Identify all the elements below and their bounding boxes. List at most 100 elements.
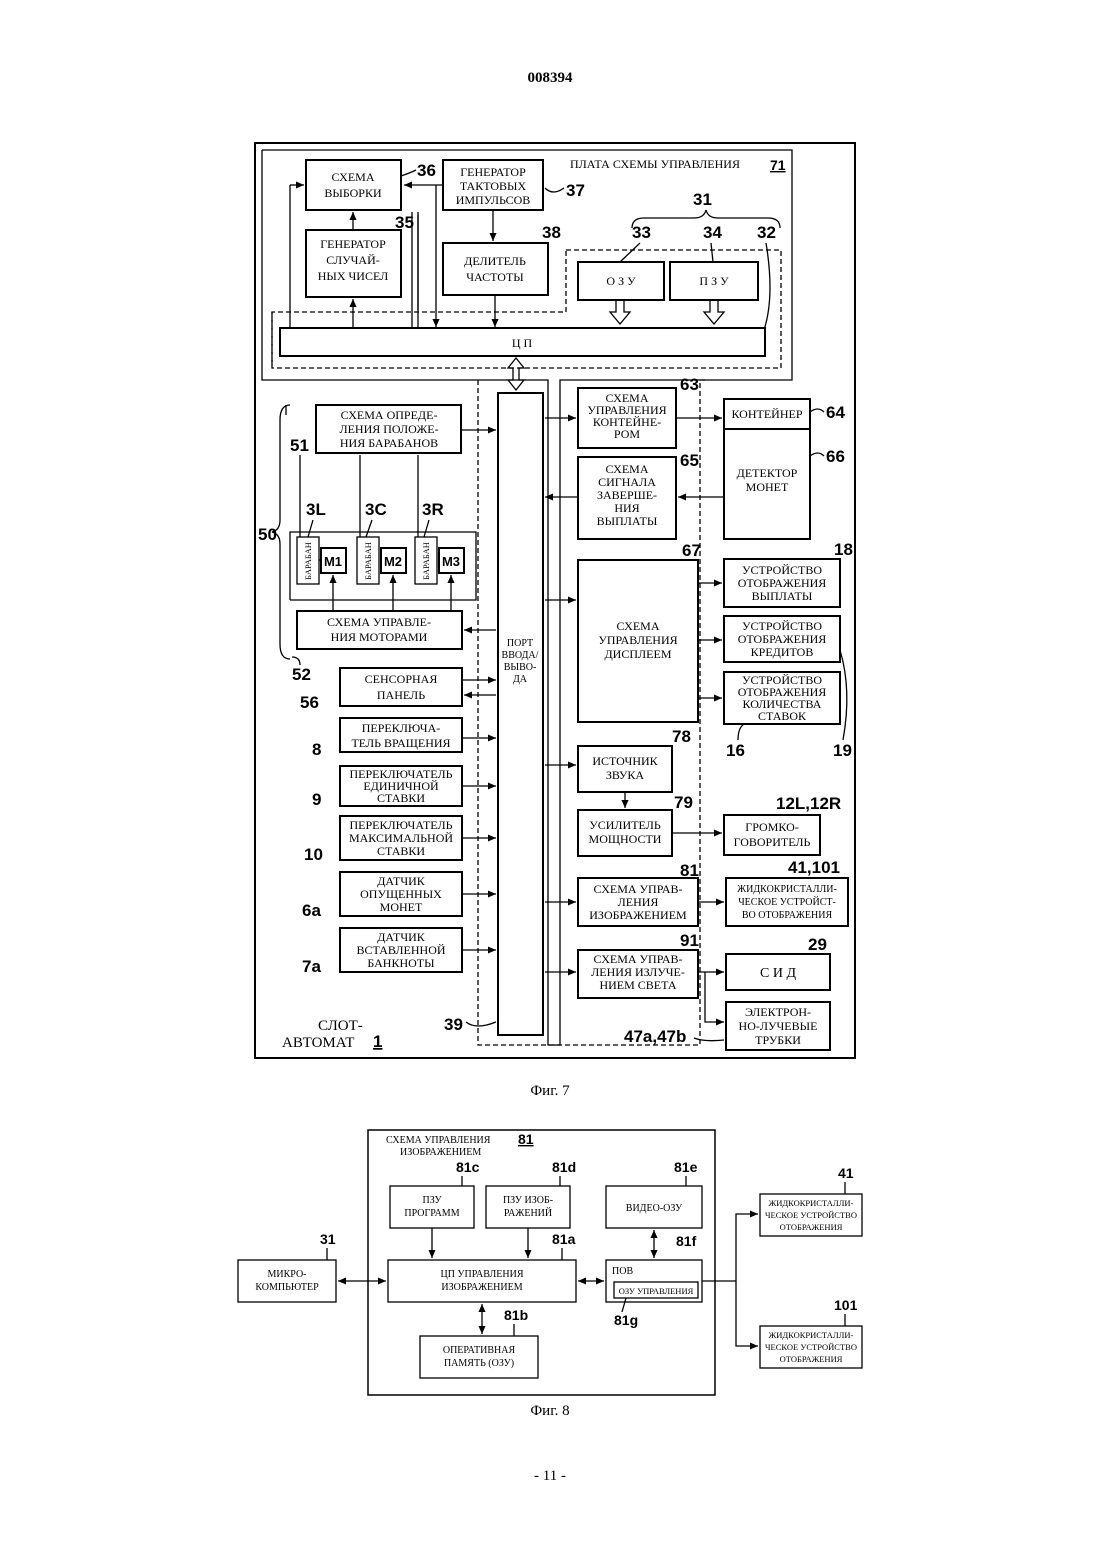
- credit-l3: КРЕДИТОВ: [751, 645, 814, 659]
- f8-title-l1: СХЕМА УПРАВЛЕНИЯ: [386, 1135, 491, 1146]
- bill-l3: БАНКНОТЫ: [367, 956, 435, 970]
- coin-detector-l1: ДЕТЕКТОР: [737, 466, 798, 480]
- bet-l4: СТАВОК: [758, 709, 807, 723]
- reel-pos-l1: СХЕМА ОПРЕДЕ-: [341, 408, 438, 422]
- motor-ctrl-l2: НИЯ МОТОРАМИ: [331, 630, 428, 644]
- sampling-circuit-l1: СХЕМА: [331, 170, 374, 184]
- micro-l1: МИКРО-: [267, 1269, 306, 1280]
- clock-l1: ГЕНЕРАТОР: [460, 165, 526, 179]
- doc-number: 008394: [528, 70, 574, 86]
- microcomputer-box: [238, 1260, 336, 1302]
- ctrl-ram-ref: 81g: [614, 1312, 638, 1328]
- board-ref: 71: [770, 157, 786, 173]
- payout-sig-l2: СИГНАЛА: [598, 475, 656, 489]
- coin-sensor-l3: МОНЕТ: [380, 900, 423, 914]
- vram-ref: 81e: [674, 1159, 698, 1175]
- display-ctrl-ref: 67: [682, 541, 701, 560]
- spin-l1: ПЕРЕКЛЮЧА-: [362, 721, 440, 735]
- payout-sig-l5: ВЫПЛАТЫ: [597, 514, 658, 528]
- page-number: - 11 -: [534, 1468, 566, 1484]
- rng-l3: НЫХ ЧИСЕЛ: [318, 269, 389, 283]
- fig7-caption: Фиг. 7: [530, 1083, 570, 1099]
- reel-3l-ref: 3L: [306, 500, 326, 519]
- io-l2: ВВОДА/: [502, 650, 539, 661]
- rom-ref: 34: [703, 223, 722, 242]
- payout-sig-l4: НИЯ: [614, 501, 639, 515]
- divider-l2: ЧАСТОТЫ: [466, 270, 524, 284]
- lcd101-l3: ОТОБРАЖЕНИЯ: [780, 1354, 843, 1364]
- work-ram-ref: 81b: [504, 1307, 528, 1323]
- lcd41-l3: ОТОБРАЖЕНИЯ: [780, 1222, 843, 1232]
- credit-ref: 19: [833, 741, 852, 760]
- img-ctrl-l3: ИЗОБРАЖЕНИЕМ: [589, 908, 687, 922]
- led-label: С И Д: [760, 966, 796, 981]
- hopper-ctrl-ref: 63: [680, 375, 699, 394]
- reel-group-ref: 50: [258, 525, 277, 544]
- clock-l2: ТАКТОВЫХ: [460, 179, 527, 193]
- display-ctrl-l3: ДИСПЛЕЕМ: [605, 647, 672, 661]
- machine-l2: АВТОМАТ: [282, 1035, 354, 1051]
- sampling-circuit-l2: ВЫБОРКИ: [324, 186, 382, 200]
- clock-ref: 37: [566, 181, 585, 200]
- rng-l1: ГЕНЕРАТОР: [320, 237, 386, 251]
- amp-l1: УСИЛИТЕЛЬ: [589, 818, 661, 832]
- sampling-circuit-box: [306, 160, 401, 210]
- hopper-ref: 64: [826, 403, 845, 422]
- prog-rom-l2: ПРОГРАММ: [404, 1208, 459, 1219]
- coin-detector-l2: МОНЕТ: [746, 480, 789, 494]
- ram-ref: 33: [632, 223, 651, 242]
- bill-l2: ВСТАВЛЕННОЙ: [356, 943, 445, 957]
- lcd101-l2: ЧЕСКОЕ УСТРОЙСТВО: [765, 1342, 857, 1352]
- coin-sensor-l2: ОПУЩЕННЫХ: [360, 887, 442, 901]
- lcd-l1: ЖИДКОКРИСТАЛЛИ-: [737, 884, 837, 895]
- payout-disp-l3: ВЫПЛАТЫ: [752, 589, 813, 603]
- motor-ctrl-ref: 52: [292, 665, 311, 684]
- payout-disp-ref: 18: [834, 540, 853, 559]
- sampling-ref: 36: [417, 161, 436, 180]
- micro-l2: КОМПЬЮТЕР: [255, 1282, 319, 1293]
- rng-ref: 35: [395, 213, 414, 232]
- spin-ref: 8: [312, 740, 321, 759]
- io-l1: ПОРТ: [507, 638, 533, 649]
- touch-ref: 56: [300, 693, 319, 712]
- display-ctrl-l2: УПРАВЛЕНИЯ: [598, 633, 677, 647]
- fig8-caption: Фиг. 8: [530, 1403, 569, 1419]
- reel-pos-l3: НИЯ БАРАБАНОВ: [340, 436, 438, 450]
- light-l1: СХЕМА УПРАВ-: [594, 952, 683, 966]
- crt-l1: ЭЛЕКТРОН-: [745, 1005, 811, 1019]
- touch-l1: СЕНСОРНАЯ: [365, 672, 438, 686]
- io-l4: ДА: [513, 674, 528, 685]
- figure-7: ПЛАТА СХЕМЫ УПРАВЛЕНИЯ 71 СХЕМА ВЫБОРКИ …: [255, 143, 855, 1099]
- amp-l2: МОЩНОСТИ: [589, 832, 662, 846]
- work-ram-box: [420, 1336, 538, 1378]
- img-rom-l2: РАЖЕНИЙ: [504, 1207, 552, 1219]
- hopper-ctrl-l4: РОМ: [614, 427, 640, 441]
- img-ctrl-ref: 81: [680, 861, 699, 880]
- drum-2-label: БАРАБАН: [363, 542, 373, 580]
- lcd-l3: ВО ОТОБРАЖЕНИЯ: [742, 910, 833, 921]
- rng-l2: СЛУЧАЙ-: [326, 253, 379, 267]
- payout-sig-l1: СХЕМА: [605, 462, 648, 476]
- coin-sensor-l1: ДАТЧИК: [377, 874, 426, 888]
- lcd41-l2: ЧЕСКОЕ УСТРОЙСТВО: [765, 1210, 857, 1220]
- work-ram-l2: ПАМЯТЬ (ОЗУ): [444, 1358, 514, 1369]
- cpu-label: Ц П: [512, 336, 533, 350]
- payout-sig-l3: ЗАВЕРШЕ-: [597, 488, 657, 502]
- display-ctrl-l1: СХЕМА: [616, 619, 659, 633]
- max-l2: МАКСИМАЛЬНОЙ: [349, 831, 453, 845]
- f8-title-ref: 81: [518, 1131, 534, 1147]
- img-cpu-l1: ЦП УПРАВЛЕНИЯ: [440, 1269, 523, 1280]
- max-l3: СТАВКИ: [377, 844, 425, 858]
- cpu-ref: 32: [757, 223, 776, 242]
- speaker-l1: ГРОМКО-: [745, 820, 798, 834]
- lcd101-ref: 101: [834, 1297, 858, 1313]
- light-ref: 91: [680, 931, 699, 950]
- credit-l1: УСТРОЙСТВО: [742, 619, 822, 633]
- ctrl-ram-label: ОЗУ УПРАВЛЕНИЯ: [619, 1286, 694, 1296]
- max-ref: 10: [304, 845, 323, 864]
- motor-3-label: M3: [442, 554, 460, 569]
- coin-detector-ref: 66: [826, 447, 845, 466]
- lcd101-l1: ЖИДКОКРИСТАЛЛИ-: [769, 1330, 854, 1340]
- image-cpu-box: [388, 1260, 576, 1302]
